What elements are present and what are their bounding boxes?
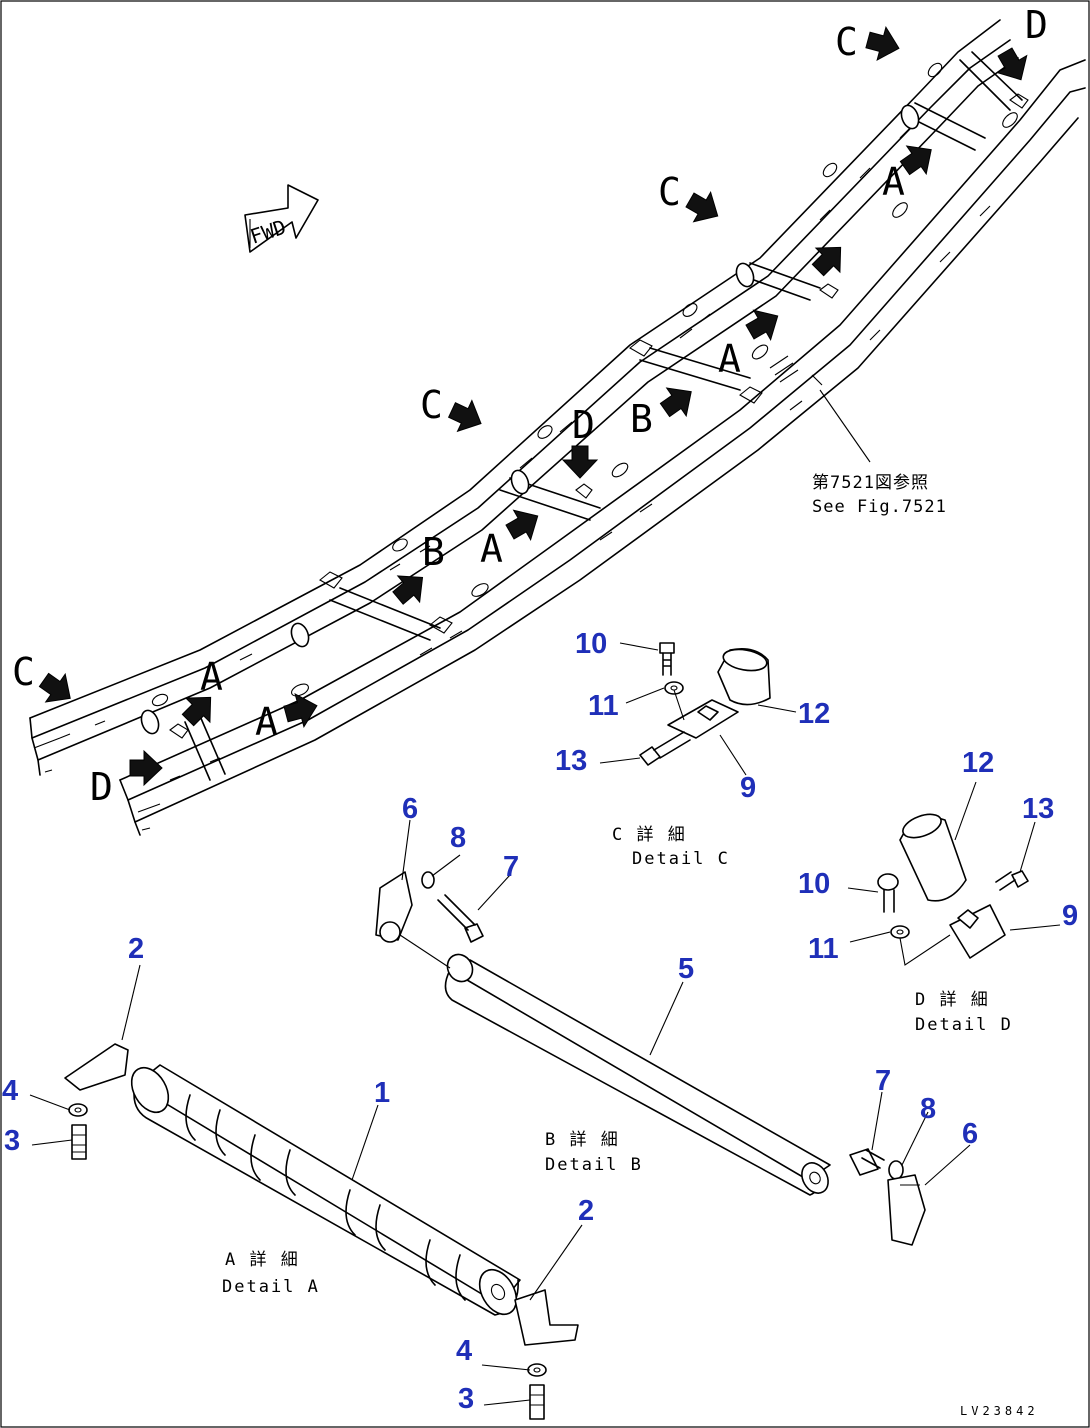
callout-7: 7 bbox=[875, 1065, 891, 1097]
arrow-icon bbox=[863, 23, 904, 66]
callout-4: 4 bbox=[456, 1335, 472, 1367]
zone-letter-a: A bbox=[882, 160, 905, 204]
detail-a: A 詳 細 Detail A bbox=[64, 1043, 579, 1420]
zone-letter-c: C bbox=[835, 20, 858, 64]
callout-13: 13 bbox=[555, 745, 587, 777]
detail-d-title-jp: D 詳 細 bbox=[915, 990, 990, 1010]
forward-arrow-icon: FWD bbox=[244, 184, 319, 253]
zone-letter-a: A bbox=[718, 337, 741, 381]
zone-letter-d: D bbox=[90, 765, 113, 809]
arrow-icon bbox=[741, 300, 787, 348]
forward-label: FWD bbox=[247, 215, 289, 249]
arrow-icon bbox=[989, 43, 1037, 89]
leader-lines bbox=[29, 642, 1061, 1406]
callout-9: 9 bbox=[1062, 900, 1078, 932]
zone-letter-c: C bbox=[658, 170, 681, 214]
callout-1: 1 bbox=[374, 1077, 390, 1109]
zone-letter-b: B bbox=[422, 530, 445, 574]
callout-3: 3 bbox=[4, 1125, 20, 1157]
arrow-icon bbox=[33, 665, 81, 713]
callout-5: 5 bbox=[678, 953, 694, 985]
arrow-icon bbox=[562, 445, 598, 479]
detail-a-title-en: Detail A bbox=[222, 1277, 320, 1297]
frame-assembly bbox=[29, 19, 1086, 836]
callout-2: 2 bbox=[128, 933, 144, 965]
callout-11: 11 bbox=[588, 690, 619, 722]
arrow-icon bbox=[654, 377, 702, 425]
reference-jp: 第7521図参照 bbox=[812, 473, 929, 493]
detail-d-title-en: Detail D bbox=[915, 1015, 1013, 1035]
detail-c-title-jp: C 詳 細 bbox=[612, 825, 687, 845]
callout-10: 10 bbox=[575, 628, 607, 660]
callout-13: 13 bbox=[1022, 793, 1054, 825]
zone-letter-d: D bbox=[1025, 3, 1048, 47]
arrow-icon bbox=[129, 750, 163, 786]
zone-arrows bbox=[33, 23, 1037, 786]
detail-a-title-jp: A 詳 細 bbox=[225, 1250, 300, 1270]
callout-6: 6 bbox=[962, 1118, 978, 1150]
detail-b-title-jp: B 詳 細 bbox=[545, 1130, 620, 1150]
arrow-icon bbox=[444, 394, 489, 440]
callout-11: 11 bbox=[808, 933, 839, 965]
detail-b-title-en: Detail B bbox=[545, 1155, 643, 1175]
detail-d: D 詳 細 Detail D bbox=[877, 813, 1029, 1035]
detail-b: B 詳 細 Detail B bbox=[375, 871, 926, 1246]
callout-8: 8 bbox=[450, 822, 466, 854]
callout-2: 2 bbox=[578, 1195, 594, 1227]
zone-letter-c: C bbox=[420, 383, 443, 427]
zone-letter-c: C bbox=[12, 650, 35, 694]
callout-6: 6 bbox=[402, 793, 418, 825]
detail-c: C 詳 細 Detail C bbox=[612, 642, 771, 869]
zone-letter-a: A bbox=[255, 700, 278, 744]
zone-letter-a: A bbox=[200, 655, 223, 699]
arrow-icon bbox=[501, 500, 547, 548]
callout-10: 10 bbox=[798, 868, 830, 900]
callout-8: 8 bbox=[920, 1093, 936, 1125]
arrow-icon bbox=[281, 688, 322, 731]
reference-en: See Fig.7521 bbox=[812, 497, 947, 517]
callout-12: 12 bbox=[798, 698, 830, 730]
callout-4: 4 bbox=[2, 1075, 18, 1107]
detail-c-title-en: Detail C bbox=[632, 849, 730, 869]
drawing-code: LV23842 bbox=[960, 1404, 1039, 1418]
zone-letters: C D A C A C D B B A A A C D bbox=[12, 3, 1048, 809]
zone-letter-a: A bbox=[480, 527, 503, 571]
callout-7: 7 bbox=[503, 851, 519, 883]
figure-reference: 第7521図参照 See Fig.7521 bbox=[812, 389, 947, 517]
callouts: 2 4 3 1 2 4 3 5 6 8 7 7 8 6 10 11 12 13 … bbox=[2, 628, 1078, 1415]
callout-9: 9 bbox=[740, 772, 756, 804]
zone-letter-b: B bbox=[630, 397, 653, 441]
zone-letter-d: D bbox=[572, 403, 595, 447]
arrow-icon bbox=[681, 184, 727, 232]
callout-12: 12 bbox=[962, 747, 994, 779]
callout-3: 3 bbox=[458, 1383, 474, 1415]
